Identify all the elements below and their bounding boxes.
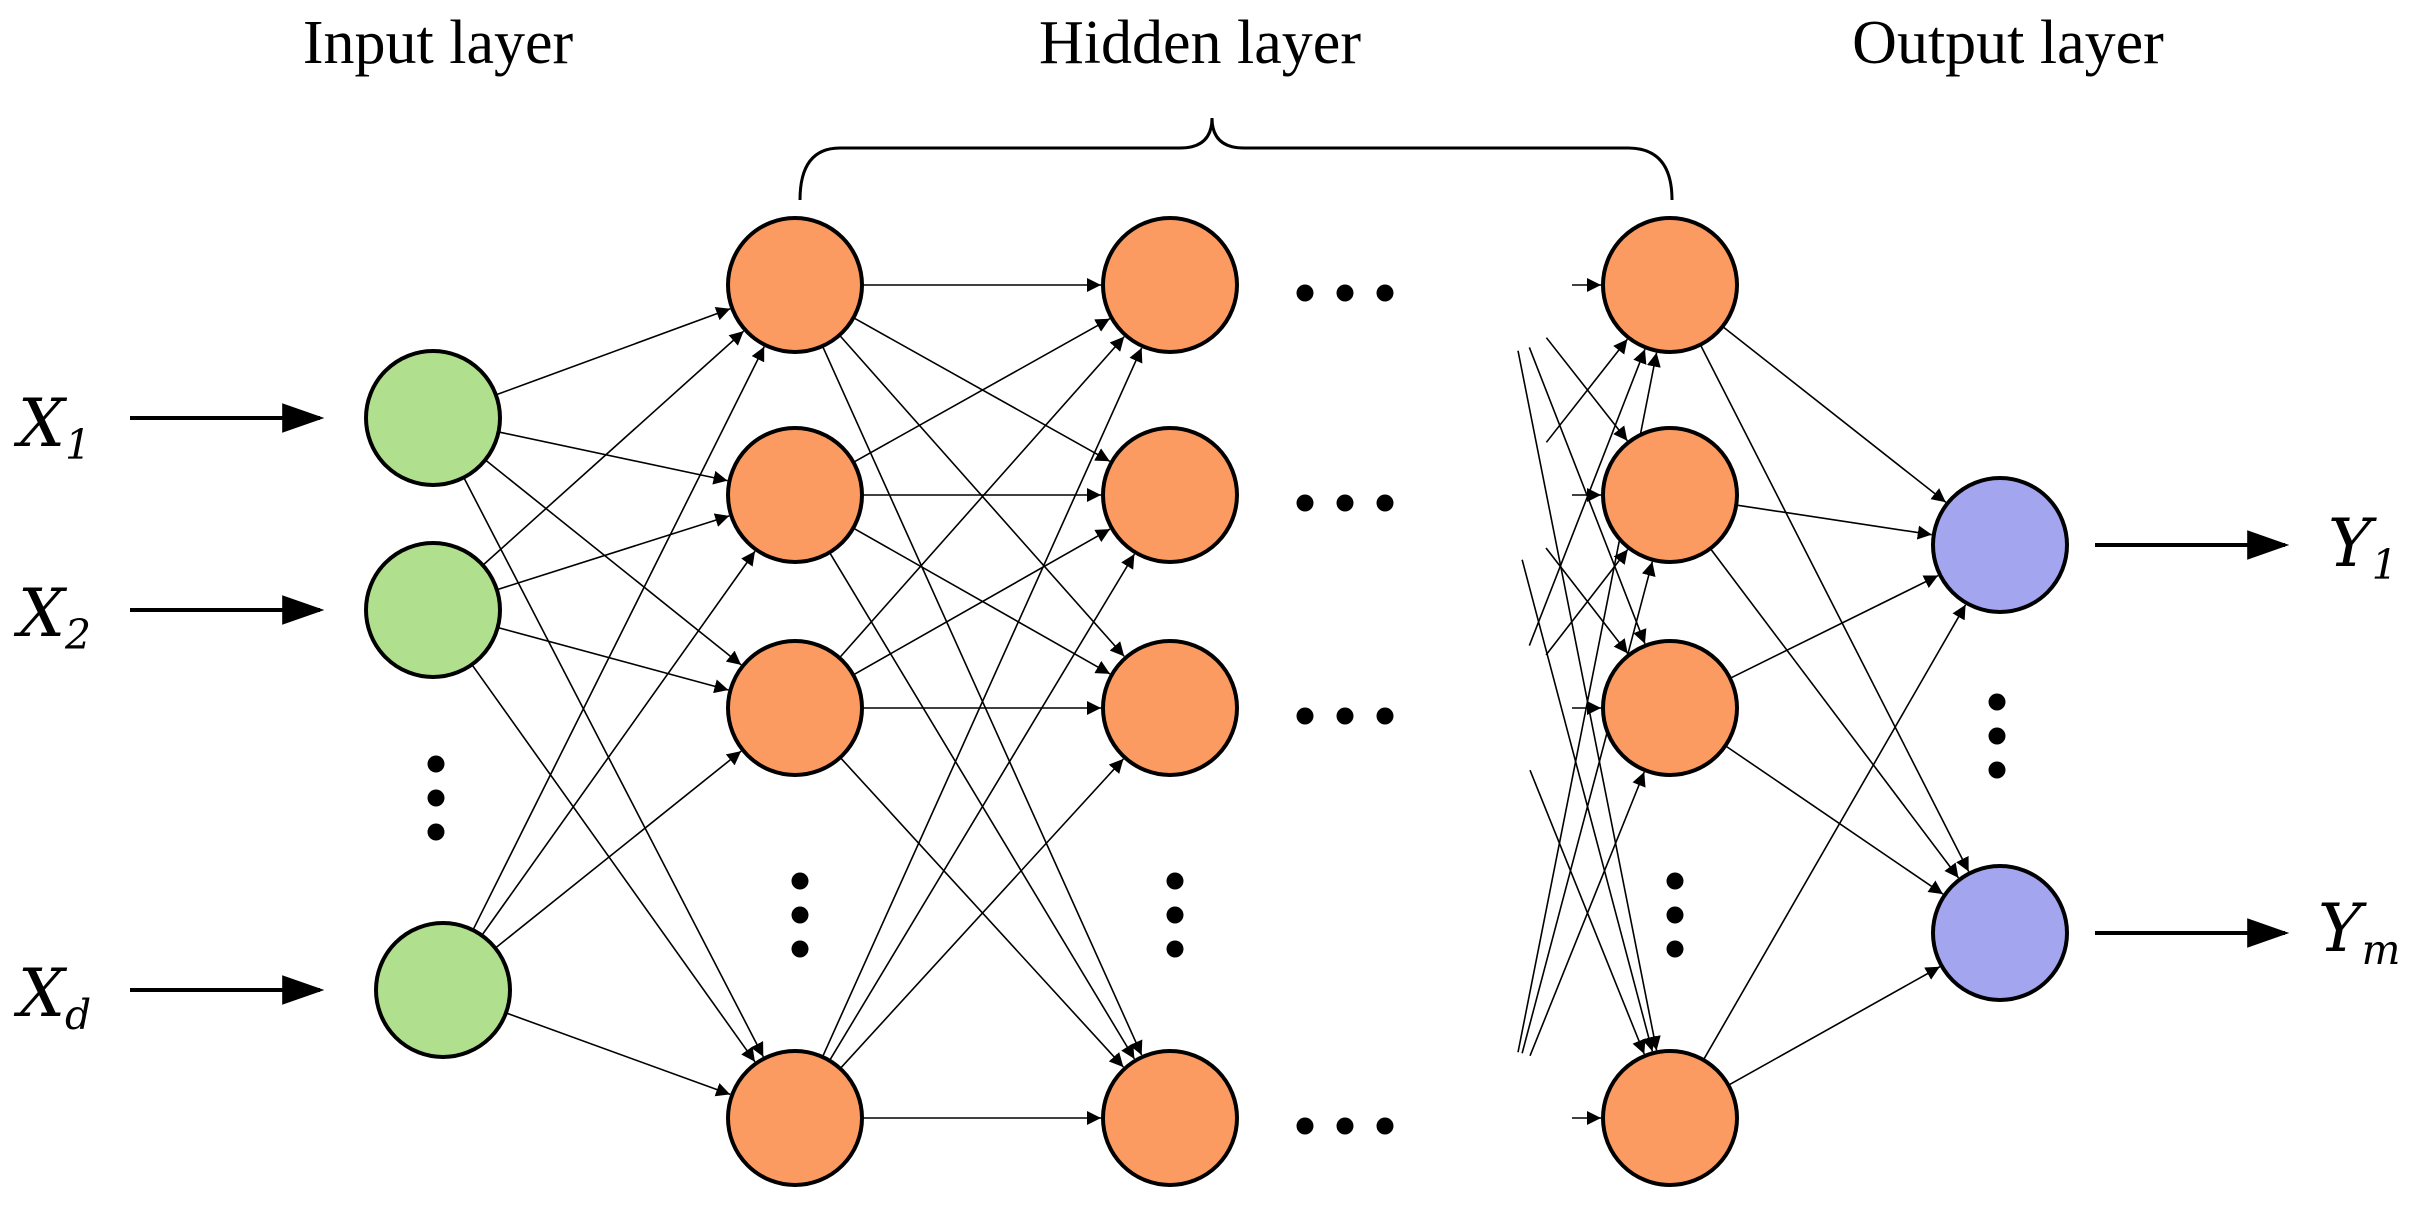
connection-input-hidden	[494, 750, 742, 949]
connection-ellipsis-hidden	[1545, 549, 1629, 656]
vertical-ellipsis-dot	[427, 755, 445, 773]
vertical-ellipsis-dot	[1166, 872, 1184, 890]
hidden-node	[726, 426, 864, 564]
connection-ellipsis-hidden	[1545, 337, 1628, 442]
input-node	[374, 921, 512, 1059]
connection-input-hidden	[471, 664, 756, 1063]
hidden-node	[726, 639, 864, 777]
horizontal-ellipsis-dot	[1336, 1117, 1354, 1135]
horizontal-ellipsis-dot	[1336, 707, 1354, 725]
hidden-node	[1601, 1049, 1739, 1187]
input-node	[364, 349, 502, 487]
hidden-node	[1101, 1049, 1239, 1187]
connection-ellipsis-hidden	[1521, 561, 1656, 1054]
output-label-y1: Y1	[2328, 505, 2398, 590]
connection-input-hidden	[495, 307, 731, 396]
vertical-ellipsis-dot	[1166, 940, 1184, 958]
vertical-ellipsis-dot	[791, 872, 809, 890]
connection-hidden-hidden	[828, 551, 1136, 1060]
connection-hidden-hidden	[852, 528, 1111, 676]
connection-input-hidden	[498, 431, 728, 485]
vertical-ellipsis-dot	[791, 940, 809, 958]
input-label-xd: Xd	[18, 955, 92, 1040]
connection-hidden-output	[1722, 325, 1947, 503]
vertical-ellipsis-dot	[1988, 693, 2006, 711]
output-label-ym: Ym	[2318, 890, 2401, 975]
connection-hidden-output	[1724, 745, 1944, 895]
horizontal-ellipsis-dot	[1296, 1117, 1314, 1135]
input-layer-title: Input layer	[302, 9, 574, 77]
hidden-node	[1601, 216, 1739, 354]
horizontal-ellipsis-dot	[1376, 284, 1394, 302]
vertical-ellipsis-dot	[1988, 761, 2006, 779]
horizontal-ellipsis-dot	[1336, 494, 1354, 512]
hidden-node	[726, 1049, 864, 1187]
output-node	[1931, 864, 2069, 1002]
connection-ellipsis-hidden	[1545, 338, 1628, 443]
vertical-ellipsis-dot	[1666, 906, 1684, 924]
connection-input-hidden	[505, 1012, 731, 1097]
connection-hidden-hidden	[853, 317, 1111, 462]
hidden-layer-brace	[798, 117, 1674, 201]
horizontal-ellipsis-dot	[1296, 707, 1314, 725]
connection-ellipsis-hidden	[1528, 348, 1647, 646]
connection-ellipsis-hidden	[1545, 547, 1629, 654]
connection-hidden-output	[1729, 574, 1939, 680]
vertical-ellipsis-dot	[427, 789, 445, 807]
output-layer-title: Output layer	[1852, 9, 2164, 77]
vertical-ellipsis-dot	[1166, 906, 1184, 924]
hidden-node	[1101, 426, 1239, 564]
connection-input-hidden	[472, 346, 765, 931]
vertical-ellipsis-dot	[427, 823, 445, 841]
output-node	[1931, 476, 2069, 614]
hidden-node	[1101, 216, 1239, 354]
vertical-ellipsis-dot	[1666, 940, 1684, 958]
connection-hidden-output	[1702, 604, 1967, 1061]
horizontal-ellipsis-dot	[1376, 707, 1394, 725]
horizontal-ellipsis-dot	[1336, 284, 1354, 302]
vertical-ellipsis-dot	[791, 906, 809, 924]
connection-input-hidden	[496, 513, 730, 591]
input-label-x1: X1	[18, 385, 92, 470]
hidden-node	[1601, 639, 1739, 777]
connection-input-hidden	[497, 626, 729, 694]
connection-input-hidden	[482, 330, 745, 566]
horizontal-ellipsis-dot	[1296, 494, 1314, 512]
vertical-ellipsis-dot	[1988, 727, 2006, 745]
connection-hidden-hidden	[852, 527, 1111, 675]
connection-hidden-output	[1709, 548, 1960, 879]
connection-hidden-hidden	[839, 758, 1125, 1070]
connection-hidden-hidden	[839, 756, 1125, 1068]
input-node	[364, 541, 502, 679]
connection-input-hidden	[481, 550, 756, 936]
horizontal-ellipsis-dot	[1376, 494, 1394, 512]
connection-hidden-hidden	[828, 553, 1136, 1062]
horizontal-ellipsis-dot	[1376, 1117, 1394, 1135]
connection-hidden-hidden	[838, 336, 1125, 659]
connection-hidden-hidden	[821, 347, 1143, 1058]
connection-hidden-hidden	[853, 318, 1111, 463]
vertical-ellipsis-dot	[1666, 872, 1684, 890]
input-label-x2: X2	[18, 575, 92, 660]
connection-input-hidden	[463, 477, 765, 1058]
hidden-node	[1101, 639, 1239, 777]
connection-hidden-output	[1699, 344, 1970, 872]
hidden-node	[726, 216, 864, 354]
connection-hidden-output	[1728, 966, 1941, 1086]
hidden-node	[1601, 426, 1739, 564]
connection-hidden-output	[1736, 504, 1932, 540]
hidden-layer-title: Hidden layer	[1039, 9, 1361, 77]
connection-ellipsis-hidden	[1529, 771, 1646, 1057]
horizontal-ellipsis-dot	[1296, 284, 1314, 302]
